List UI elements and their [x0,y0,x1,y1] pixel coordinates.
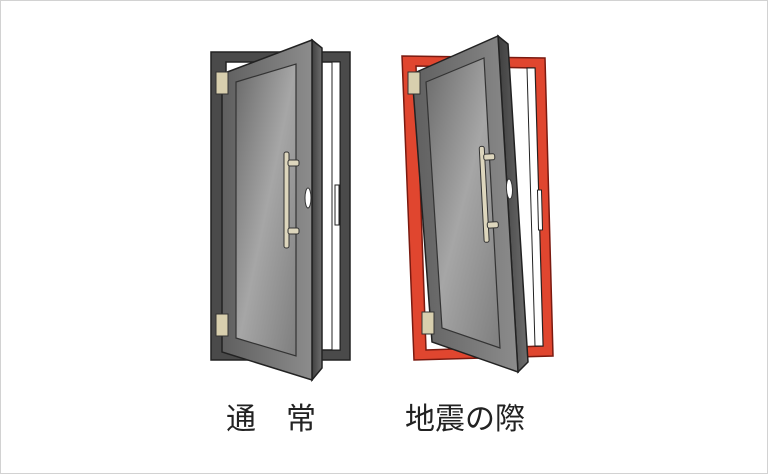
earthquake-hinge-top-icon [407,71,421,95]
normal-door-handle-icon [283,151,312,249]
earthquake-strike-plate [536,189,544,231]
normal-door [210,38,351,383]
normal-door-panel [235,63,297,357]
caption-earthquake: 地震の際 [405,402,525,437]
earthquake-door-panel [425,57,501,349]
earthquake-door [401,34,554,374]
earthquake-door-handle-icon [478,145,513,243]
normal-door-edge [311,38,323,383]
normal-hinge-bottom-icon [215,313,229,337]
caption-normal: 通 常 [226,402,316,437]
normal-strike-plate [334,184,340,226]
normal-hinge-top-icon [215,71,229,95]
earthquake-hinge-bottom-icon [421,311,435,335]
